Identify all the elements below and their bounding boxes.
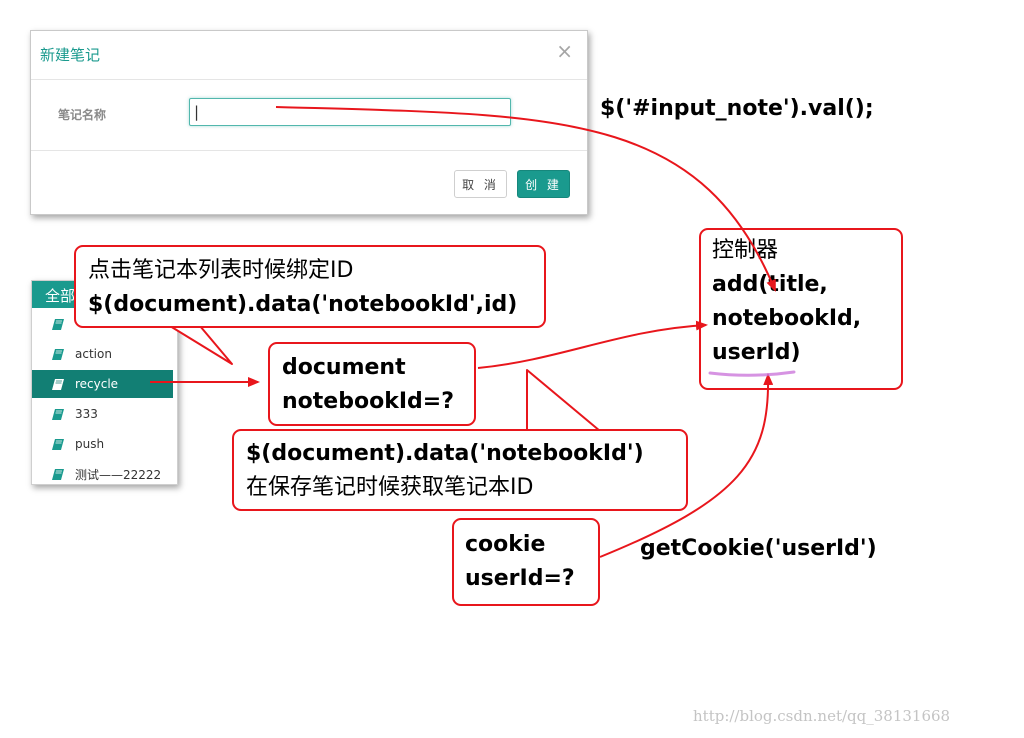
- create-button[interactable]: 创 建: [517, 170, 570, 198]
- notebook-item-label: 测试——22222: [75, 467, 162, 482]
- click-bind-line1: 点击笔记本列表时候绑定ID: [88, 258, 354, 283]
- controller-line2: add(title,: [712, 272, 828, 297]
- book-icon: [52, 348, 64, 360]
- click-bind-callout-tail: [169, 325, 233, 365]
- notebook-item-test[interactable]: 测试——22222: [32, 460, 173, 484]
- click-bind-line2: $(document).data('notebookId',id): [88, 292, 518, 317]
- new-note-dialog: 新建笔记 × 笔记名称 取 消 创 建: [30, 30, 588, 215]
- note-name-label: 笔记名称: [58, 108, 107, 122]
- get-on-save-line2: 在保存笔记时候获取笔记本ID: [246, 475, 534, 500]
- jquery-input-annotation: $('#input_note').val();: [600, 96, 874, 121]
- book-icon: [52, 438, 64, 450]
- click-bind-callout: 点击笔记本列表时候绑定ID $(document).data('notebook…: [74, 245, 546, 328]
- get-on-save-callout-tail: [526, 369, 601, 432]
- notebook-item-push[interactable]: push: [32, 430, 173, 458]
- close-icon[interactable]: ×: [556, 39, 573, 63]
- controller-line3: notebookId,: [712, 306, 862, 331]
- dialog-divider: [31, 79, 587, 80]
- document-box-line1: document: [282, 355, 406, 380]
- note-name-input[interactable]: [189, 98, 511, 126]
- document-box-line2: notebookId=?: [282, 389, 454, 414]
- controller-box: 控制器 add(title, notebookId, userId): [699, 228, 903, 390]
- notebook-item-label: action: [75, 347, 112, 361]
- notebook-item-action[interactable]: action: [32, 340, 173, 368]
- cookie-box-line2: userId=?: [465, 566, 575, 591]
- book-icon: [52, 408, 64, 420]
- controller-line4: userId): [712, 340, 801, 365]
- book-icon: [52, 378, 64, 390]
- get-on-save-line1: $(document).data('notebookId'): [246, 441, 644, 466]
- get-on-save-callout: $(document).data('notebookId') 在保存笔记时候获取…: [232, 429, 688, 511]
- cookie-box-line1: cookie: [465, 532, 546, 557]
- notebook-item[interactable]: [32, 310, 173, 338]
- cancel-button[interactable]: 取 消: [454, 170, 507, 198]
- book-icon: [52, 318, 64, 330]
- document-to-controller-arrow: [477, 320, 708, 369]
- book-icon: [52, 468, 64, 480]
- notebook-item-recycle[interactable]: recycle: [32, 370, 173, 398]
- watermark: http://blog.csdn.net/qq_38131668: [693, 707, 951, 725]
- notebook-item-label: 333: [75, 407, 98, 421]
- notebook-item-label: recycle: [75, 377, 119, 391]
- controller-line1: 控制器: [712, 238, 779, 263]
- dialog-title: 新建笔记: [40, 46, 101, 64]
- document-box: document notebookId=?: [268, 342, 476, 426]
- get-cookie-annotation: getCookie('userId'): [640, 536, 877, 561]
- notebook-item-333[interactable]: 333: [32, 400, 173, 428]
- cookie-box: cookie userId=?: [452, 518, 600, 606]
- dialog-divider: [31, 150, 587, 151]
- notebook-item-label: push: [75, 437, 105, 451]
